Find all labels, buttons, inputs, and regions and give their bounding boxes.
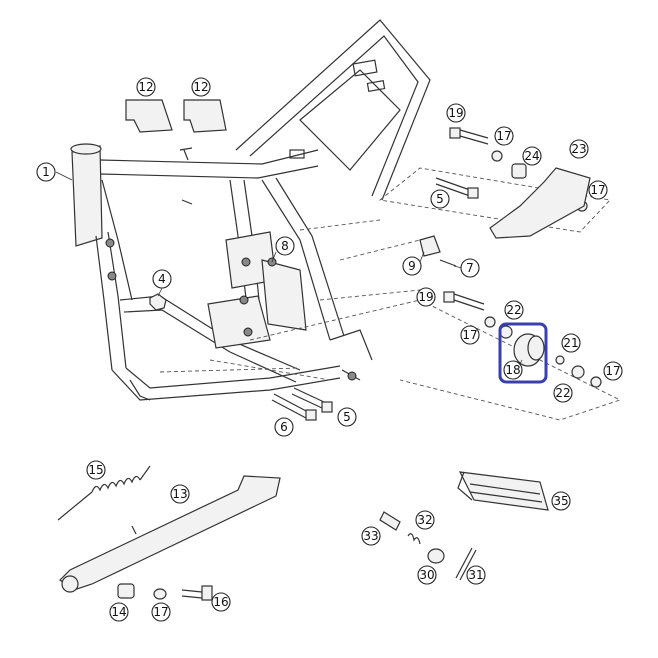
highlight-box-18 (498, 322, 548, 384)
svg-text:12: 12 (193, 80, 208, 94)
callout-17a: 17 (494, 126, 514, 146)
callout-16: 16 (211, 592, 231, 612)
roller-18 (513, 333, 545, 367)
callout-31: 31 (466, 565, 486, 585)
callout-30: 30 (417, 565, 437, 585)
bushing-14 (117, 583, 135, 599)
svg-text:17: 17 (153, 605, 168, 619)
callout-13: 13 (170, 484, 190, 504)
callout-23: 23 (569, 139, 589, 159)
svg-text:12: 12 (138, 80, 153, 94)
washer-upper (491, 150, 503, 162)
callout-19b: 19 (416, 287, 436, 307)
callout-33: 33 (361, 526, 381, 546)
sidestand-13 (59, 475, 281, 593)
bolt-5-upper (435, 177, 479, 199)
callout-8: 8 (275, 236, 295, 256)
svg-text:22: 22 (506, 303, 521, 317)
callout-17d: 17 (603, 361, 623, 381)
svg-text:8: 8 (281, 239, 289, 253)
svg-text:5: 5 (436, 192, 444, 206)
bolt-lower (443, 291, 485, 311)
washer-lower-left (484, 316, 496, 328)
washer-lower-right (590, 376, 602, 388)
svg-text:19: 19 (448, 106, 463, 120)
callout-17c: 17 (460, 325, 480, 345)
svg-text:24: 24 (524, 149, 539, 163)
callout-17b: 17 (588, 180, 608, 200)
cotter-pin-31 (455, 547, 477, 581)
callout-1: 1 (36, 162, 56, 182)
decal-right (183, 99, 227, 133)
callout-12b: 12 (191, 77, 211, 97)
callout-14: 14 (109, 602, 129, 622)
callout-21: 21 (561, 333, 581, 353)
svg-text:6: 6 (280, 420, 288, 434)
callout-15: 15 (86, 460, 106, 480)
callout-5a: 5 (430, 189, 450, 209)
leader-lines (55, 171, 523, 369)
bolt-16 (181, 585, 213, 601)
svg-text:30: 30 (419, 568, 434, 582)
callout-12a: 12 (136, 77, 156, 97)
nut-4 (149, 293, 167, 311)
svg-text:17: 17 (462, 328, 477, 342)
svg-text:17: 17 (590, 183, 605, 197)
motorcycle-frame (70, 19, 431, 401)
svg-text:5: 5 (343, 410, 351, 424)
bushing-22b (571, 365, 585, 379)
assembly-guide-lines (159, 167, 622, 421)
callout-22a: 22 (504, 300, 524, 320)
svg-text:16: 16 (213, 595, 228, 609)
svg-text:31: 31 (468, 568, 483, 582)
bolt-6 (271, 393, 317, 421)
svg-text:14: 14 (111, 605, 126, 619)
svg-text:13: 13 (172, 487, 187, 501)
svg-text:17: 17 (605, 364, 620, 378)
svg-text:33: 33 (363, 529, 378, 543)
washer-17-bottom (153, 588, 167, 600)
spacer-24 (511, 163, 527, 179)
washer-30 (427, 548, 445, 564)
spacer-21 (555, 355, 565, 365)
bolt-5-lower (291, 387, 333, 413)
svg-text:32: 32 (417, 513, 432, 527)
callout-24: 24 (522, 146, 542, 166)
callout-9: 9 (402, 256, 422, 276)
spring-32 (407, 533, 421, 545)
callout-7: 7 (460, 258, 480, 278)
svg-text:23: 23 (571, 142, 586, 156)
callout-4: 4 (152, 269, 172, 289)
svg-text:18: 18 (505, 363, 520, 377)
svg-text:19: 19 (418, 290, 433, 304)
callout-5b: 5 (337, 407, 357, 427)
bolt-upper (449, 127, 489, 145)
svg-text:9: 9 (408, 259, 416, 273)
svg-text:17: 17 (496, 129, 511, 143)
callout-19a: 19 (446, 103, 466, 123)
svg-text:15: 15 (88, 463, 103, 477)
callout-17e: 17 (151, 602, 171, 622)
footrest-bracket-23 (489, 167, 591, 239)
svg-text:35: 35 (553, 494, 568, 508)
spring-15 (57, 465, 151, 521)
svg-text:7: 7 (466, 261, 474, 275)
callout-32: 32 (415, 510, 435, 530)
pin-33 (379, 511, 401, 531)
svg-text:22: 22 (555, 386, 570, 400)
callout-6: 6 (274, 417, 294, 437)
clip-9 (419, 235, 441, 257)
callout-35: 35 (551, 491, 571, 511)
footpeg-35 (457, 471, 549, 511)
svg-text:4: 4 (158, 272, 166, 286)
callout-18: 18 (503, 360, 523, 380)
svg-text:21: 21 (563, 336, 578, 350)
decal-left (125, 99, 173, 133)
screw-7 (439, 259, 457, 267)
svg-text:1: 1 (42, 165, 50, 179)
callout-22b: 22 (553, 383, 573, 403)
